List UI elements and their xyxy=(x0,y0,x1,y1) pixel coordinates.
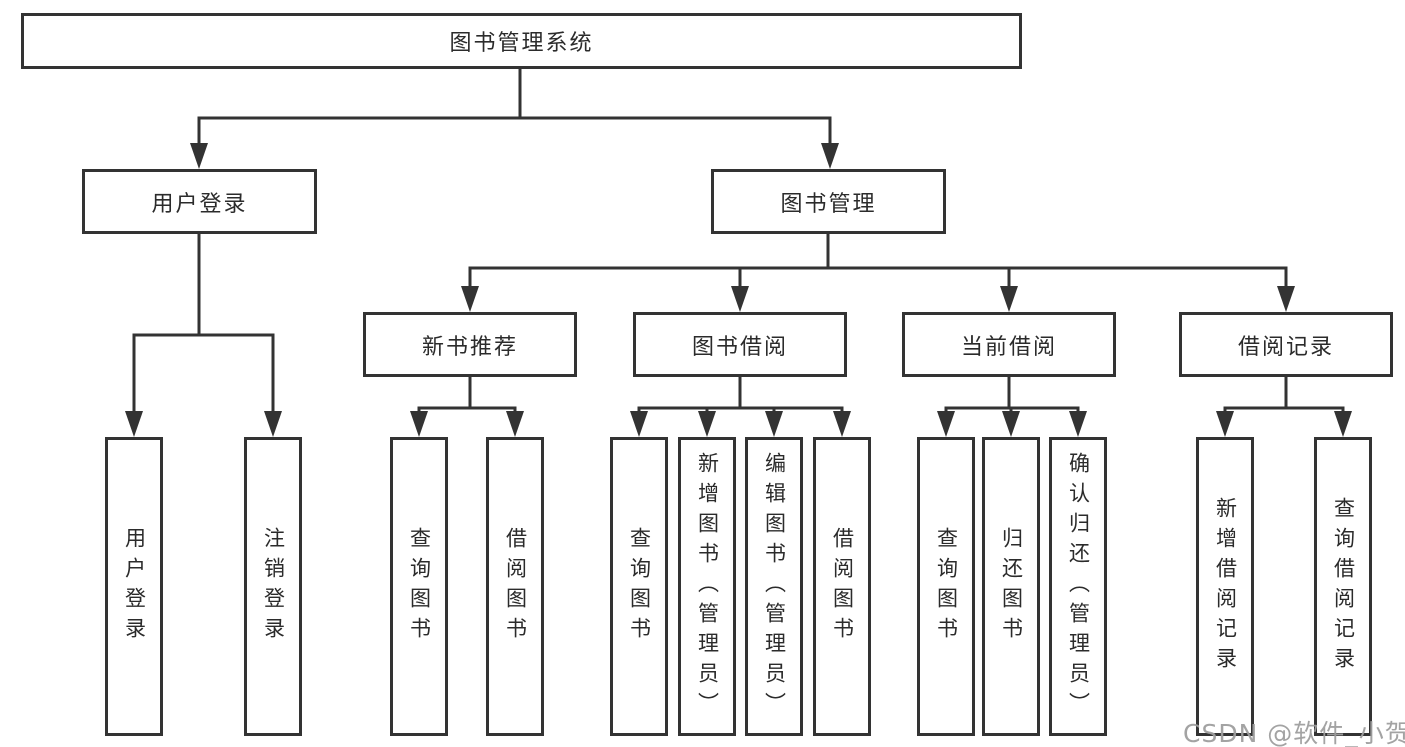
node-current-borrow: 当前借阅 xyxy=(902,312,1116,377)
leaf-query-books-recommend: 查询图书 xyxy=(390,437,448,736)
leaf-add-borrow-record: 新增借阅记录 xyxy=(1196,437,1254,736)
node-library-management-system: 图书管理系统 xyxy=(21,13,1022,69)
tree-edges xyxy=(132,66,1345,416)
leaf-edit-book-admin: 编辑图书（管理员） xyxy=(745,437,803,736)
leaf-confirm-return-admin: 确认归还（管理员） xyxy=(1049,437,1107,736)
leaf-borrow-books-borrow: 借阅图书 xyxy=(813,437,871,736)
node-book-borrow: 图书借阅 xyxy=(633,312,847,377)
node-borrow-records: 借阅记录 xyxy=(1179,312,1393,377)
leaf-user-login: 用户登录 xyxy=(105,437,163,736)
csdn-watermark: CSDN @软件_小贺同学 xyxy=(1183,719,1405,747)
arrowheads xyxy=(125,143,1352,437)
leaf-query-books-borrow: 查询图书 xyxy=(610,437,668,736)
node-new-book-recommend: 新书推荐 xyxy=(363,312,577,377)
leaf-return-book: 归还图书 xyxy=(982,437,1040,736)
leaf-add-book-admin: 新增图书（管理员） xyxy=(678,437,736,736)
leaf-logout: 注销登录 xyxy=(244,437,302,736)
leaf-query-borrow-record: 查询借阅记录 xyxy=(1314,437,1372,736)
leaf-borrow-books-recommend: 借阅图书 xyxy=(486,437,544,736)
node-user-login: 用户登录 xyxy=(82,169,317,234)
node-book-management: 图书管理 xyxy=(711,169,946,234)
leaf-query-books-current: 查询图书 xyxy=(917,437,975,736)
